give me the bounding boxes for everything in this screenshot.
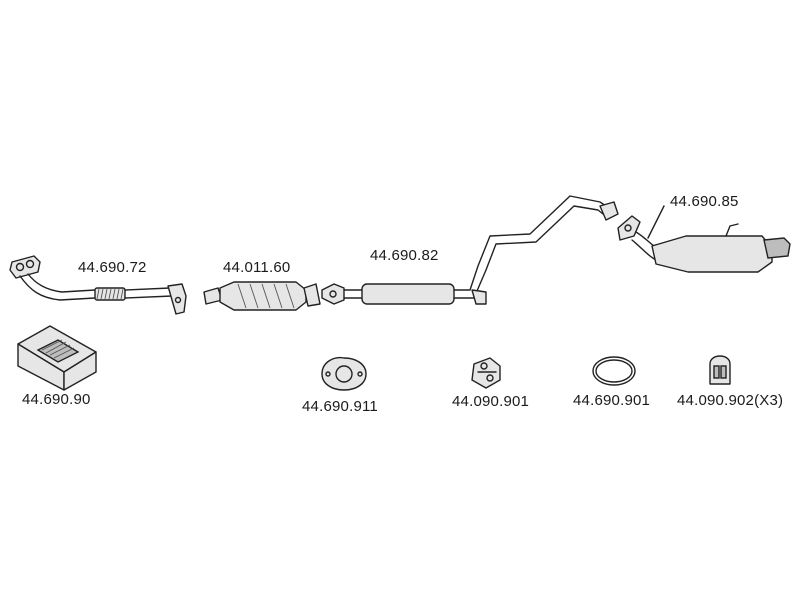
front-pipe-drawing xyxy=(9,255,187,315)
part-label-middle-silencer: 44.690.82 xyxy=(370,247,439,264)
mounting-kit-drawing xyxy=(17,325,97,391)
part-label-catalytic-converter: 44.011.60 xyxy=(223,259,291,276)
part-label-flange-gasket: 44.690.911 xyxy=(302,398,378,415)
rubber-mount-b-drawing xyxy=(709,355,731,385)
part-label-mounting-kit: 44.690.90 xyxy=(22,391,91,408)
rear-silencer-drawing xyxy=(617,205,791,273)
sealing-ring-drawing xyxy=(592,356,636,386)
part-label-front-pipe: 44.690.72 xyxy=(78,259,147,276)
part-label-sealing-ring: 44.690.901 xyxy=(573,392,651,409)
part-label-rubber-mount-b: 44.090.902(X3) xyxy=(677,392,784,409)
part-label-rubber-mount-a: 44.090.901 xyxy=(452,393,530,410)
catalytic-converter-drawing xyxy=(203,281,321,311)
rubber-mount-a-drawing xyxy=(471,357,501,389)
middle-silencer-drawing xyxy=(321,195,619,305)
flange-gasket-drawing xyxy=(321,356,367,391)
part-label-rear-silencer: 44.690.85 xyxy=(670,193,739,210)
